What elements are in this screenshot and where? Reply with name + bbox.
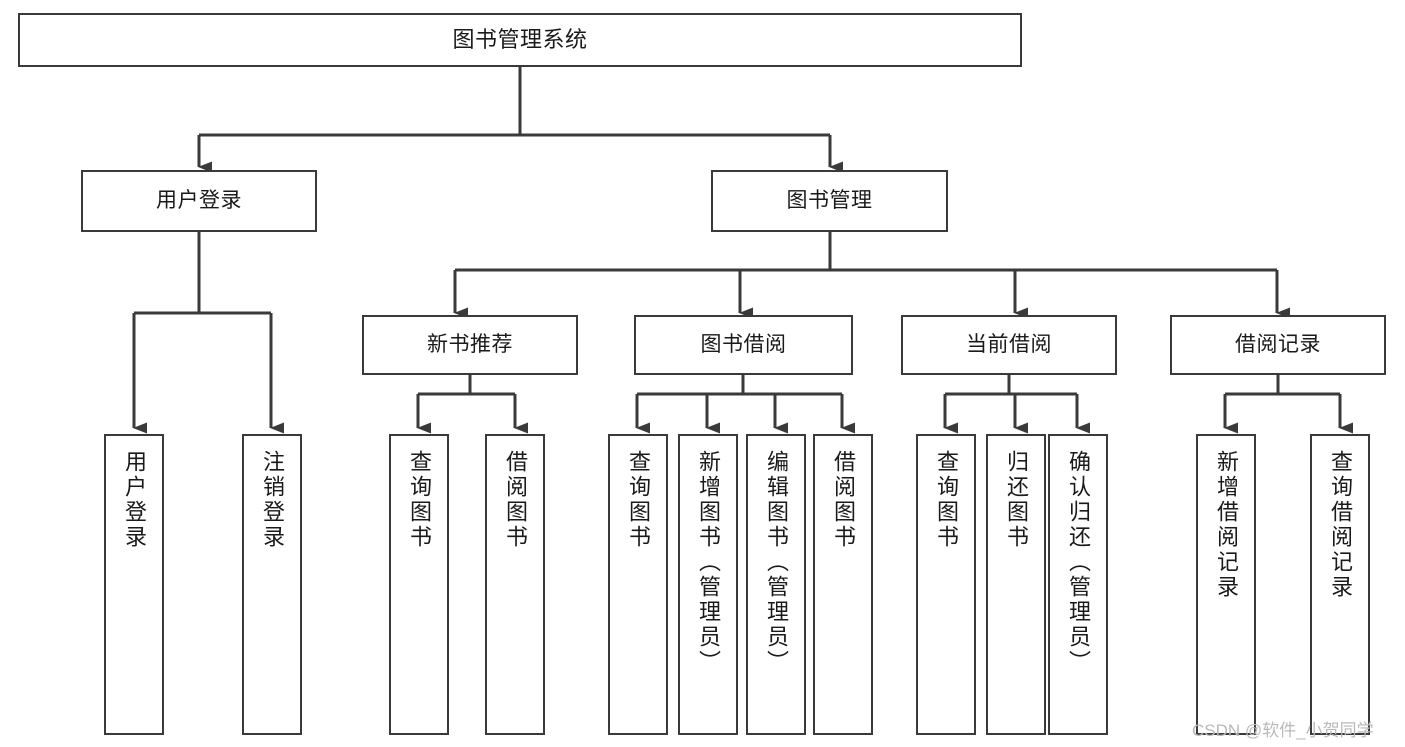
node-user-login[interactable]: 用户登录	[81, 170, 317, 232]
node-leaf-borrow-book-2[interactable]: 借阅图书	[813, 434, 873, 735]
node-label: 新增借阅记录	[1214, 450, 1239, 600]
node-label: 编辑图书（管理员）	[764, 450, 789, 675]
node-label: 借阅记录	[1235, 332, 1321, 356]
edge-borrow-record-to-leaves	[1223, 375, 1353, 434]
node-label: 图书借阅	[700, 332, 787, 356]
edge-root-to-level1	[197, 67, 843, 173]
node-label: 查询图书	[407, 450, 432, 550]
node-label: 用户登录	[122, 450, 147, 550]
node-current-borrow[interactable]: 当前借阅	[901, 315, 1117, 375]
node-label: 图书管理系统	[452, 27, 588, 53]
edge-book-borrow-to-leaves	[635, 375, 855, 434]
node-leaf-query-record[interactable]: 查询借阅记录	[1310, 434, 1370, 735]
node-label: 借阅图书	[503, 450, 528, 550]
node-label: 用户登录	[156, 188, 242, 212]
node-leaf-query-book-1[interactable]: 查询图书	[389, 434, 449, 735]
node-leaf-query-book-3[interactable]: 查询图书	[916, 434, 976, 735]
node-borrow-record[interactable]: 借阅记录	[1170, 315, 1386, 375]
edge-new-book-recommend-to-leaves	[416, 375, 528, 434]
edge-book-management-to-level2	[453, 232, 1290, 319]
node-label: 新书推荐	[427, 332, 513, 356]
node-leaf-add-record[interactable]: 新增借阅记录	[1196, 434, 1256, 735]
edge-current-borrow-to-leaves	[943, 375, 1090, 434]
node-label: 新增图书（管理员）	[696, 450, 721, 675]
node-root-book-management-system[interactable]: 图书管理系统	[18, 13, 1022, 67]
node-leaf-borrow-book-1[interactable]: 借阅图书	[485, 434, 545, 735]
node-label: 确认归还（管理员）	[1066, 450, 1091, 675]
edge-user-login-to-leaves	[132, 232, 284, 434]
node-book-management[interactable]: 图书管理	[711, 170, 948, 232]
node-book-borrow[interactable]: 图书借阅	[634, 315, 853, 375]
node-leaf-edit-book[interactable]: 编辑图书（管理员）	[746, 434, 806, 735]
node-label: 查询图书	[626, 450, 651, 550]
node-label: 注销登录	[260, 450, 285, 550]
node-label: 归还图书	[1004, 450, 1029, 550]
node-label: 借阅图书	[831, 450, 856, 550]
node-leaf-query-book-2[interactable]: 查询图书	[608, 434, 668, 735]
node-leaf-logout-login[interactable]: 注销登录	[242, 434, 302, 735]
node-label: 图书管理	[786, 188, 873, 212]
node-new-book-recommend[interactable]: 新书推荐	[362, 315, 578, 375]
node-leaf-return-book[interactable]: 归还图书	[986, 434, 1046, 735]
node-label: 当前借阅	[966, 332, 1052, 356]
node-label: 查询图书	[934, 450, 959, 550]
node-label: 查询借阅记录	[1328, 450, 1353, 600]
node-leaf-user-login[interactable]: 用户登录	[104, 434, 164, 735]
node-leaf-add-book[interactable]: 新增图书（管理员）	[678, 434, 738, 735]
node-leaf-confirm-return[interactable]: 确认归还（管理员）	[1048, 434, 1108, 735]
